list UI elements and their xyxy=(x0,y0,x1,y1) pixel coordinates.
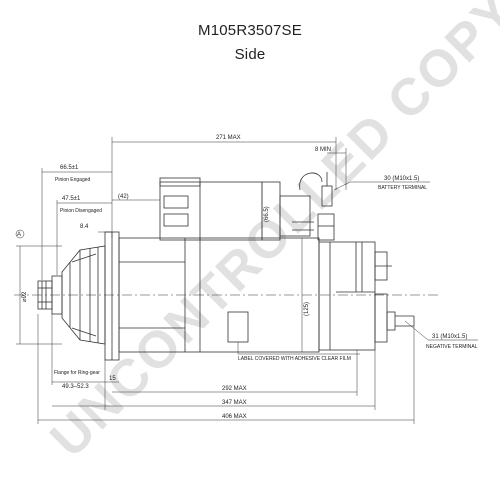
battery-terminal-size: 30 (M10x1.5) xyxy=(384,176,419,182)
part-number-title: M105R3507SE xyxy=(198,22,302,39)
negative-terminal xyxy=(386,311,415,331)
battery-terminal xyxy=(299,172,335,241)
dim-dia-92: ⌀92 xyxy=(22,291,28,302)
negative-terminal-size: 31 (M10x1.5) xyxy=(432,334,467,340)
dim-347: 347 MAX xyxy=(222,400,247,406)
negative-terminal-label: NEGATIVE TERMINAL xyxy=(426,344,478,350)
pinion-engaged-label: Pinion Engaged xyxy=(55,177,91,183)
section-a: A xyxy=(17,232,21,238)
dim-49-3: 49.3–52.3 xyxy=(62,384,89,390)
dim-66-5-solenoid: (66.5) xyxy=(264,206,270,222)
dim-42: (42) xyxy=(118,194,129,200)
section-a-marker xyxy=(15,229,25,239)
watermark-text: UNCONTROLLED COPY xyxy=(39,0,500,468)
dim-66-5: 66.5±1 xyxy=(60,165,79,171)
dim-47-5: 47.5±1 xyxy=(62,196,81,202)
commutator-end-housing xyxy=(318,241,392,351)
dim-406: 406 MAX xyxy=(222,414,247,420)
label-note: LABEL COVERED WITH ADHESIVE CLEAR FILM xyxy=(238,356,351,362)
dim-8: 8 MIN xyxy=(315,147,331,153)
dimension-lines xyxy=(16,137,478,424)
dim-8-4: 8.4 xyxy=(80,224,89,230)
dim-125: (125) xyxy=(304,302,310,316)
flange-to-ring-label: Flange for Ring-gear xyxy=(54,370,100,376)
dim-292: 292 MAX xyxy=(222,386,247,392)
pinion-disengaged-label: Pinion Disengaged xyxy=(60,208,102,214)
dim-15: 15 xyxy=(109,376,116,382)
battery-terminal-label: BATTERY TERMINAL xyxy=(378,185,427,191)
dim-271: 271 MAX xyxy=(216,135,241,141)
view-title: Side xyxy=(234,46,266,63)
